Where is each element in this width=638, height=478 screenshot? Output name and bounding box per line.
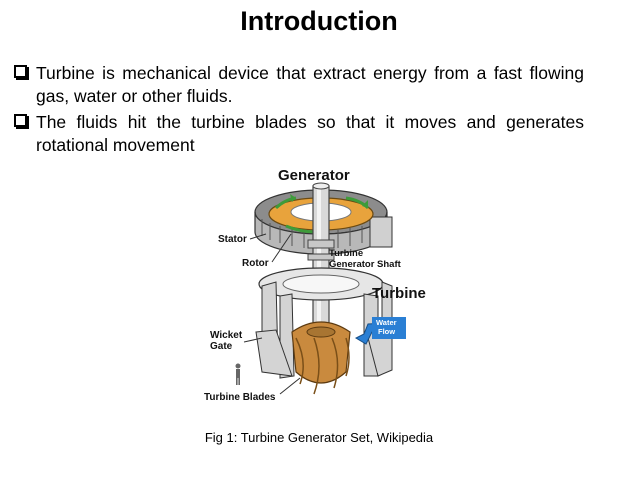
water-flow-arrow-icon — [354, 317, 406, 345]
turbine-blades-label: Turbine Blades — [204, 392, 276, 403]
bullet-text: Turbine is mechanical device that extrac… — [36, 63, 584, 106]
checkbox-bullet-icon — [14, 114, 27, 127]
turbine-generator-illustration: Generator — [196, 162, 456, 410]
slide-title: Introduction — [240, 6, 398, 36]
turbine-label: Turbine — [372, 285, 426, 302]
water-flow-label-line2: Flow — [378, 327, 395, 336]
shaft-label-line1: Turbine — [329, 248, 363, 259]
stator-label: Stator — [218, 234, 247, 245]
shaft-label-line2: Generator Shaft — [329, 259, 402, 270]
bullet-text: The fluids hit the turbine blades so tha… — [36, 112, 584, 155]
turbine-housing — [255, 267, 393, 379]
figure-caption: Fig 1: Turbine Generator Set, Wikipedia — [204, 430, 434, 445]
wicket-gate-label-line2: Gate — [210, 341, 233, 352]
person-scale-icon — [235, 363, 241, 385]
turbine-blades — [291, 321, 351, 395]
generator-label: Generator — [278, 167, 350, 184]
checkbox-bullet-icon — [14, 65, 27, 78]
bullet-item: Turbine is mechanical device that extrac… — [14, 62, 584, 108]
water-flow-label-line1: Water — [376, 318, 397, 327]
bullet-item: The fluids hit the turbine blades so tha… — [14, 111, 584, 157]
wicket-gate-label-line1: Wicket — [210, 330, 243, 341]
rotor-label: Rotor — [242, 258, 269, 269]
